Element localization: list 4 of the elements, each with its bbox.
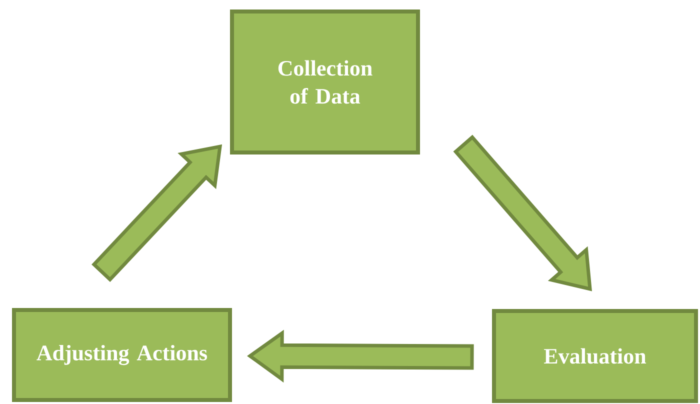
- process-box: Collection of Data: [230, 10, 420, 154]
- process-box: Adjusting Actions: [12, 308, 232, 402]
- block-arrow: [247, 330, 474, 383]
- process-box: Evaluation: [492, 309, 698, 403]
